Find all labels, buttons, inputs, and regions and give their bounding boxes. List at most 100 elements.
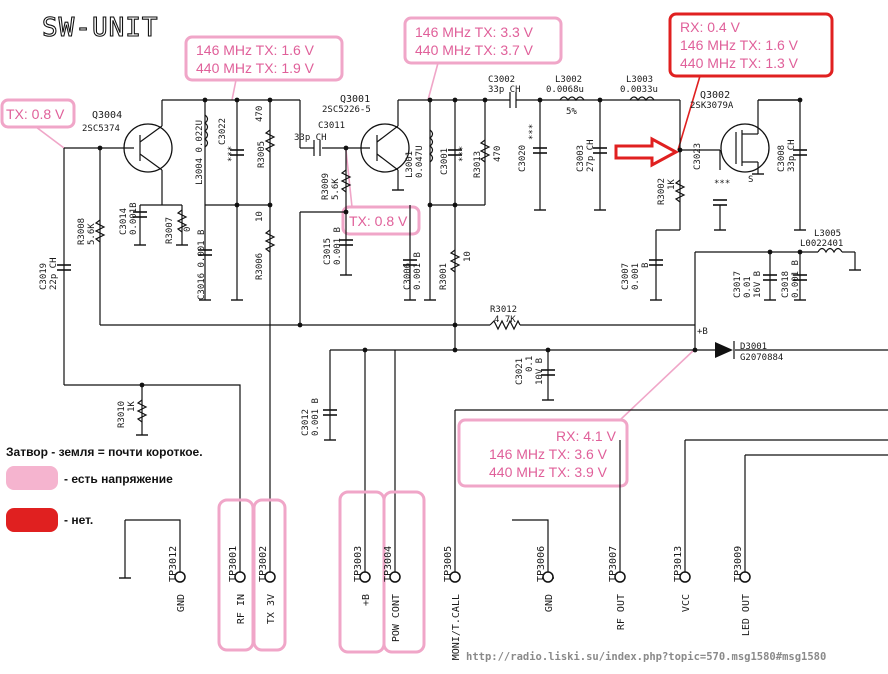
- test-point-label: LED OUT: [741, 594, 752, 636]
- test-point-terminal-icon: [174, 571, 186, 583]
- svg-text:0.01: 0.01: [743, 276, 753, 298]
- svg-text:R3008: R3008: [77, 218, 87, 245]
- svg-text:1K: 1K: [127, 401, 137, 412]
- svg-text:C3021: C3021: [515, 358, 525, 385]
- tx-q3001-text: TX: 0.8 V: [349, 213, 408, 229]
- svg-text:C3018: C3018: [781, 271, 791, 298]
- svg-text:0.001 B: 0.001 B: [311, 398, 321, 436]
- svg-text:***: ***: [227, 146, 237, 162]
- svg-text:R3009: R3009: [321, 173, 331, 200]
- svg-text:R3007: R3007: [165, 217, 175, 244]
- svg-text:2SC5226-5: 2SC5226-5: [322, 105, 371, 115]
- q3001-voltage-box: [403, 16, 563, 65]
- component-glyphs: [57, 96, 861, 579]
- svg-text:C3015: C3015: [323, 238, 333, 265]
- svg-text:0.001B: 0.001B: [129, 202, 139, 235]
- q3002-gate-line-2: 146 MHz TX: 1.6 V: [680, 37, 799, 53]
- svg-text:0.0033u: 0.0033u: [620, 85, 658, 95]
- test-point-id: TP3005: [443, 546, 454, 582]
- tx-q3004-text: TX: 0.8 V: [6, 106, 65, 122]
- q3004-voltage-line-2: 440 MHz TX: 1.9 V: [196, 60, 315, 76]
- svg-text:C3020: C3020: [518, 145, 528, 172]
- svg-text:L3005: L3005: [814, 229, 841, 239]
- svg-text:C3014: C3014: [119, 208, 129, 235]
- svg-text:0.001 B: 0.001 B: [791, 260, 801, 298]
- svg-text:Q3002: Q3002: [700, 90, 730, 101]
- svg-text:C3002: C3002: [488, 75, 515, 85]
- svg-text:5%: 5%: [566, 107, 577, 117]
- supply-line-1: RX: 4.1 V: [556, 428, 617, 444]
- q3002-gate-box: [668, 12, 834, 78]
- legend-pink-swatch: [6, 466, 58, 490]
- legend-pink-label: - есть напряжение: [64, 472, 173, 486]
- svg-text:D3001: D3001: [740, 342, 767, 352]
- svg-text:B: B: [641, 263, 651, 268]
- svg-text:R3002: R3002: [657, 178, 667, 205]
- svg-text:L0022401: L0022401: [800, 239, 843, 249]
- svg-text:L3001: L3001: [405, 151, 415, 178]
- svg-text:C3019: C3019: [39, 263, 49, 290]
- test-point-terminal-icon: [542, 571, 554, 583]
- svg-text:C3016 0.001 B: C3016 0.001 B: [197, 230, 207, 300]
- svg-text:0.001 B: 0.001 B: [333, 227, 343, 265]
- svg-text:33p CH: 33p CH: [787, 139, 797, 172]
- svg-text:C3012: C3012: [301, 409, 311, 436]
- svg-text:2SC5374: 2SC5374: [82, 124, 120, 134]
- test-point-id: TP3004: [383, 546, 394, 582]
- q3004-voltage-line-1: 146 MHz TX: 1.6 V: [196, 42, 315, 58]
- svg-text:10V B: 10V B: [535, 358, 545, 385]
- svg-text:C3003: C3003: [576, 145, 586, 172]
- svg-text:R3001: R3001: [439, 263, 449, 290]
- test-point-id: TP3006: [536, 546, 547, 582]
- tx-box-q3004: [0, 98, 76, 129]
- test-point-terminal-icon: [449, 571, 461, 583]
- test-point-terminal-icon: [614, 571, 626, 583]
- svg-text:0: 0: [183, 227, 193, 232]
- test-point-label: MONI/T.CALL: [451, 594, 462, 660]
- svg-text:33p CH: 33p CH: [294, 133, 327, 143]
- annotation-boxes: TX: 0.8 V 146 MHz TX: 1.6 V 440 MHz TX: …: [0, 12, 834, 488]
- test-point-id: TP3007: [608, 546, 619, 582]
- svg-text:***: ***: [458, 146, 468, 162]
- svg-text:S: S: [748, 175, 753, 185]
- svg-text:2SK3079A: 2SK3079A: [690, 101, 734, 111]
- svg-text:C3006: C3006: [403, 263, 413, 290]
- test-point-id: TP3002: [258, 546, 269, 582]
- test-point-terminal-icon: [389, 571, 401, 583]
- component-labels: Q3004 2SC5374 Q3001 2SC5226-5 Q3002 2SK3…: [39, 75, 843, 436]
- svg-text:16V B: 16V B: [753, 271, 763, 298]
- svg-text:C3008: C3008: [777, 145, 787, 172]
- test-point-id: TP3003: [353, 546, 364, 582]
- source-url: http://radio.liski.su/index.php?topic=57…: [466, 651, 826, 663]
- svg-text:C3022: C3022: [218, 118, 228, 145]
- q3001-voltage-line-1: 146 MHz TX: 3.3 V: [415, 24, 534, 40]
- test-point-terminal-icon: [679, 571, 691, 583]
- svg-text:R3006: R3006: [255, 253, 265, 280]
- svg-text:4.7K: 4.7K: [494, 315, 516, 325]
- test-point-label: VCC: [681, 594, 692, 612]
- test-point-label: GND: [544, 594, 555, 612]
- svg-text:10: 10: [463, 251, 473, 262]
- svg-text:1K: 1K: [667, 179, 677, 190]
- test-point-terminal-icon: [739, 571, 751, 583]
- svg-text:470: 470: [493, 146, 503, 162]
- legend-red-label: - нет.: [64, 513, 93, 527]
- svg-text:Q3001: Q3001: [340, 94, 370, 105]
- schematic-title: SW-UNIT: [42, 13, 159, 43]
- svg-text:5.6K: 5.6K: [331, 178, 341, 200]
- svg-text:10: 10: [255, 211, 265, 222]
- q3004-voltage-box: [184, 35, 344, 82]
- test-point-terminal-icon: [359, 571, 371, 583]
- test-point-terminal-icon: [234, 571, 246, 583]
- svg-text:R3013: R3013: [473, 151, 483, 178]
- supply-line-3: 440 MHz TX: 3.9 V: [489, 464, 608, 480]
- red-arrow-icon: [614, 136, 680, 168]
